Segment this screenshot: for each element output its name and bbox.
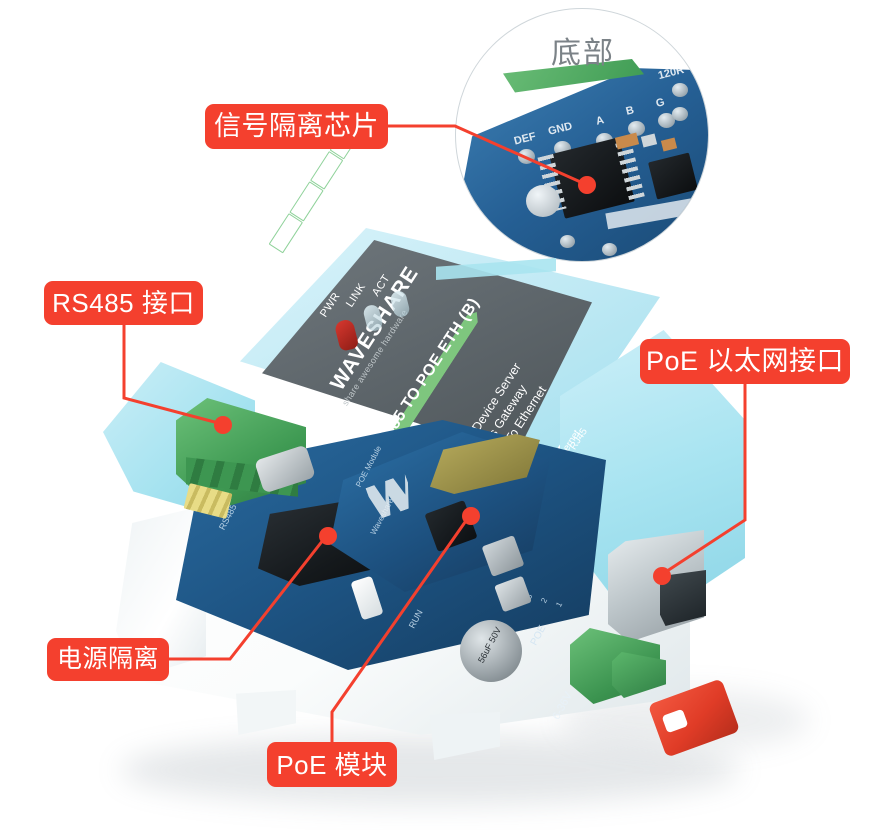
leader-poe-module [330, 514, 472, 742]
endpoint-dot-rs485 [214, 416, 232, 434]
leader-rs485 [122, 325, 223, 426]
leader-poe-ethernet [660, 384, 747, 577]
callout-poe-ethernet-label: PoE 以太网接口 [645, 346, 845, 376]
inset-title: 底部 [551, 37, 615, 70]
callout-power-isolation-label: 电源隔离 [56, 645, 159, 673]
round-pad-large [526, 185, 560, 217]
endpoint-dot-isolation-chip [578, 176, 596, 194]
leader-power-isolation [169, 534, 329, 661]
inset-solder-pad [672, 83, 688, 97]
callout-poe-ethernet[interactable]: PoE 以太网接口 [640, 339, 850, 384]
inset-solder-pad [658, 113, 675, 128]
callout-power-isolation[interactable]: 电源隔离 [47, 638, 169, 681]
callout-poe-module[interactable]: PoE 模块 [267, 742, 397, 787]
inset-solder-pad [602, 243, 617, 256]
electrolytic-capacitor [460, 620, 522, 682]
inset-solder-pad [672, 107, 688, 121]
callout-isolation-chip[interactable]: 信号隔离芯片 [205, 104, 388, 149]
endpoint-dot-poe-ethernet [653, 567, 671, 585]
inset-solder-pad [560, 235, 575, 248]
leader-isolation-chip [388, 124, 586, 186]
inset-solder-pad [628, 121, 645, 136]
drop-shadow [120, 735, 740, 805]
callout-isolation-chip-label: 信号隔离芯片 [214, 111, 379, 141]
endpoint-dot-poe-module [462, 507, 480, 525]
endpoint-dot-power-isolation [319, 527, 337, 545]
callout-rs485-port[interactable]: RS485 接口 [44, 281, 203, 325]
inset-bottom-view: DEF GND A B G 120R [455, 8, 709, 262]
callout-rs485-port-label: RS485 接口 [52, 288, 195, 318]
callout-poe-module-label: PoE 模块 [276, 749, 388, 780]
